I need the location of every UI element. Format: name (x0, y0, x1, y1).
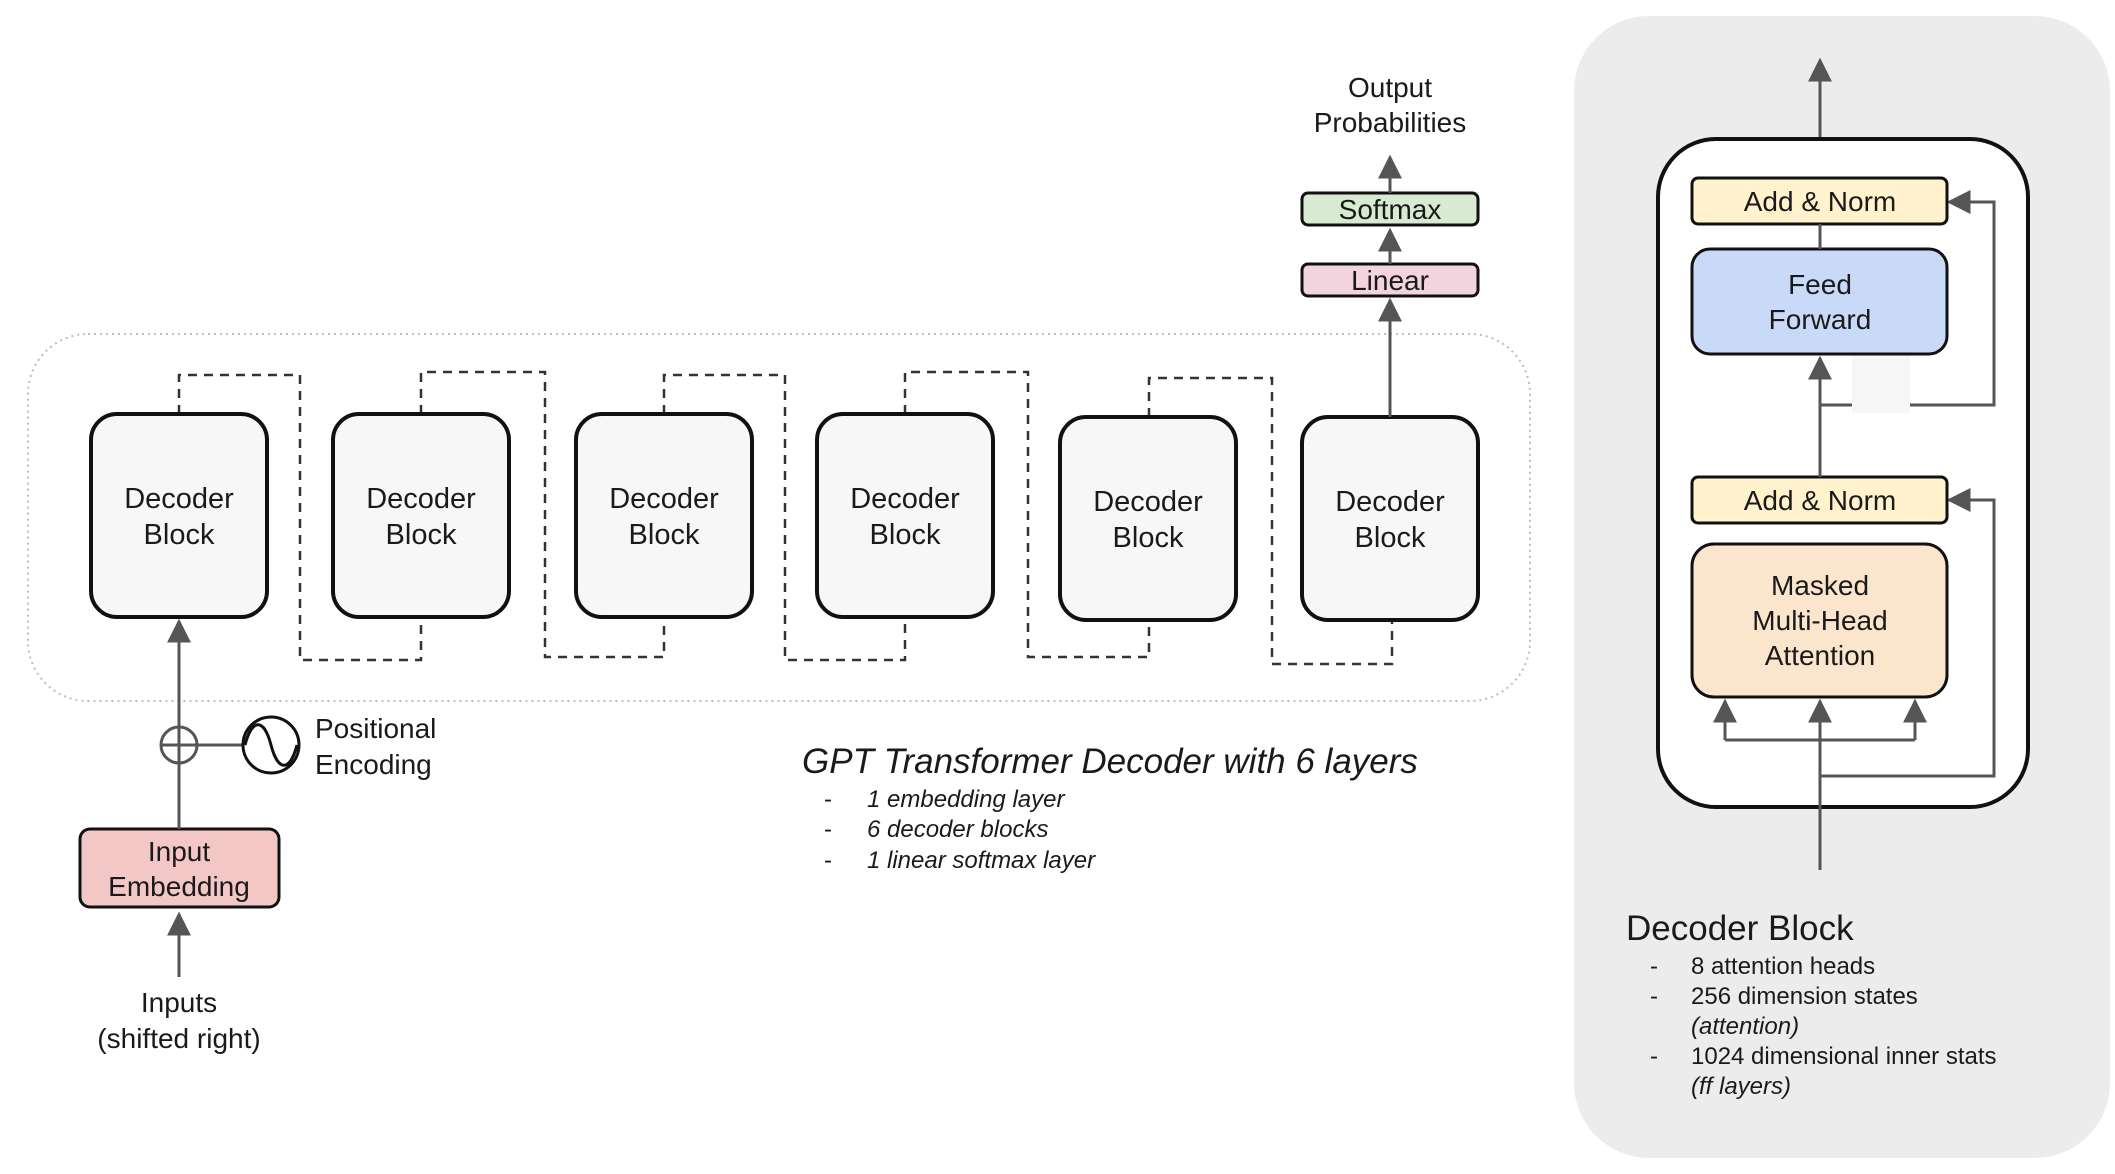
svg-text:Encoding: Encoding (315, 749, 432, 780)
plus-circle-icon (159, 725, 199, 765)
panel-bullet: 8 attention heads (1691, 953, 1875, 980)
caption-bullet: 6 decoder blocks (867, 816, 1048, 843)
decoder-block-label: Decoder (1093, 486, 1203, 518)
bullet-dash: - (1650, 983, 1658, 1010)
svg-text:Add & Norm: Add & Norm (1744, 186, 1897, 217)
decoder-block-label: Decoder (609, 483, 719, 515)
svg-text:Masked: Masked (1771, 570, 1869, 601)
svg-text:Embedding: Embedding (108, 871, 250, 902)
feed-forward-box: Feed Forward (1690, 247, 1949, 356)
svg-text:Softmax: Softmax (1339, 194, 1442, 225)
decoder-block-1: Decoder Block (89, 412, 269, 619)
decoder-block-label: Decoder (124, 483, 234, 515)
add-norm-top-box: Add & Norm (1690, 176, 1949, 226)
decoder-block-label: Block (1355, 522, 1426, 554)
panel-bullet: 256 dimension states (1691, 983, 1918, 1010)
masked-multi-head-attention-box: Masked Multi-Head Attention (1690, 542, 1949, 699)
svg-text:Linear: Linear (1351, 265, 1429, 296)
input-embedding-box: Input Embedding (78, 827, 281, 909)
bullet-dash: - (1650, 1043, 1658, 1070)
caption-title: GPT Transformer Decoder with 6 layers (802, 742, 1418, 781)
positional-encoding-label: Positional Encoding (315, 713, 436, 780)
decoder-block-label: Block (870, 519, 941, 551)
svg-text:Forward: Forward (1769, 304, 1872, 335)
svg-text:Attention: Attention (1765, 640, 1876, 671)
panel-bullet-note: (attention) (1691, 1013, 1799, 1040)
svg-text:Add & Norm: Add & Norm (1744, 485, 1897, 516)
decoder-block-label: Block (386, 519, 457, 551)
svg-text:Input: Input (148, 836, 210, 867)
decoder-block-label: Decoder (1335, 486, 1445, 518)
output-probabilities-label: Output Probabilities (1314, 72, 1467, 138)
decoder-block-5: Decoder Block (1058, 415, 1238, 622)
decoder-block-6: Decoder Block (1300, 415, 1480, 622)
decoder-block-2: Decoder Block (331, 412, 511, 619)
decoder-block-container (1656, 137, 2030, 809)
svg-text:Probabilities: Probabilities (1314, 107, 1467, 138)
decoder-block-label: Decoder (366, 483, 476, 515)
softmax-box: Softmax (1300, 191, 1480, 227)
inputs-label: Inputs (shifted right) (97, 987, 260, 1054)
svg-text:Positional: Positional (315, 713, 436, 744)
bullet-dash: - (824, 786, 832, 813)
bullet-dash: - (1650, 953, 1658, 980)
sine-wave-icon (241, 715, 301, 775)
decoder-block-bullets: - 8 attention heads - 256 dimension stat… (1650, 953, 1997, 1100)
svg-text:Inputs: Inputs (141, 987, 217, 1018)
decorative-light-patch (1852, 355, 1910, 413)
caption-bullet: 1 embedding layer (867, 786, 1065, 813)
caption-bullets: - 1 embedding layer - 6 decoder blocks -… (824, 786, 1096, 874)
panel-bullet: 1024 dimensional inner stats (1691, 1043, 1997, 1070)
linear-box: Linear (1300, 262, 1480, 298)
bullet-dash: - (824, 816, 832, 843)
svg-text:(shifted right): (shifted right) (97, 1023, 260, 1054)
svg-text:Feed: Feed (1788, 269, 1852, 300)
bullet-dash: - (824, 847, 832, 874)
decoder-block-label: Block (1113, 522, 1184, 554)
panel-bullet-note: (ff layers) (1691, 1073, 1791, 1100)
decoder-block-title: Decoder Block (1626, 909, 1854, 948)
add-norm-bottom-box: Add & Norm (1690, 475, 1949, 525)
decoder-block-label: Block (629, 519, 700, 551)
residual-attention (1820, 488, 1996, 778)
decoder-block-label: Decoder (850, 483, 960, 515)
dashed-connectors (177, 370, 1394, 666)
caption-bullet: 1 linear softmax layer (867, 847, 1096, 874)
decoder-block-label: Block (144, 519, 215, 551)
decoder-block-3: Decoder Block (574, 412, 754, 619)
decoder-block-4: Decoder Block (815, 412, 995, 619)
svg-text:Multi-Head: Multi-Head (1752, 605, 1887, 636)
svg-text:Output: Output (1348, 72, 1432, 103)
